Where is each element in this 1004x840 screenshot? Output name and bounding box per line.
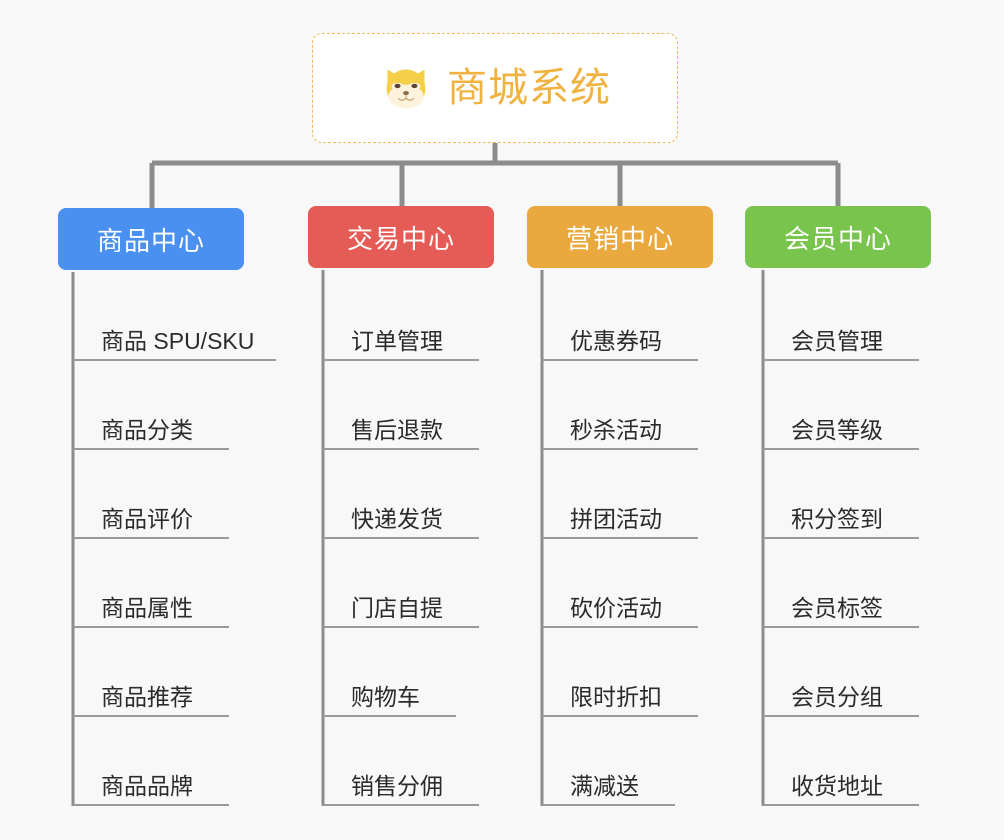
leaf-item[interactable]: 优惠券码 <box>542 272 698 361</box>
leaf-item[interactable]: 会员等级 <box>763 361 919 450</box>
leaf-item[interactable]: 商品品牌 <box>73 717 229 806</box>
leaf-item-underline <box>542 715 698 717</box>
leaf-item-underline <box>763 448 919 450</box>
leaf-item-label: 优惠券码 <box>570 327 662 354</box>
leaf-item[interactable]: 商品 SPU/SKU <box>73 272 276 361</box>
leaf-item-underline <box>763 804 919 806</box>
category-label: 营销中心 <box>565 223 674 254</box>
leaf-item-underline <box>73 626 229 628</box>
leaf-item-underline <box>763 359 919 361</box>
category-box-4[interactable]: 会员中心 <box>745 206 931 268</box>
leaf-item-label: 会员分组 <box>791 683 883 710</box>
leaf-item[interactable]: 商品推荐 <box>73 628 229 717</box>
leaf-item-label: 会员等级 <box>791 416 883 443</box>
leaf-item-label: 会员管理 <box>791 327 883 354</box>
leaf-item[interactable]: 售后退款 <box>323 361 479 450</box>
leaf-item-underline <box>542 537 698 539</box>
leaf-item-label: 快递发货 <box>351 505 443 532</box>
leaf-item[interactable]: 销售分佣 <box>323 717 479 806</box>
leaf-item[interactable]: 收货地址 <box>763 717 919 806</box>
leaf-item-underline <box>542 448 698 450</box>
leaf-item[interactable]: 订单管理 <box>323 272 479 361</box>
leaf-item[interactable]: 限时折扣 <box>542 628 698 717</box>
leaf-item-label: 商品属性 <box>101 594 193 621</box>
leaf-item-underline <box>763 537 919 539</box>
leaf-item-label: 满减送 <box>570 772 639 799</box>
category-label: 商品中心 <box>96 225 205 256</box>
category-label: 会员中心 <box>783 223 892 254</box>
leaf-item-label: 销售分佣 <box>351 772 443 799</box>
leaf-item[interactable]: 商品分类 <box>73 361 229 450</box>
leaf-item-underline <box>73 359 276 361</box>
leaf-item-label: 限时折扣 <box>570 683 662 710</box>
leaf-item-underline <box>323 448 479 450</box>
leaf-item-label: 秒杀活动 <box>570 416 662 443</box>
category-box-2[interactable]: 交易中心 <box>308 206 494 268</box>
leaf-column-3: 优惠券码秒杀活动拼团活动砍价活动限时折扣满减送 <box>542 272 698 806</box>
leaf-column-4: 会员管理会员等级积分签到会员标签会员分组收货地址 <box>763 272 919 806</box>
leaf-item-label: 商品 SPU/SKU <box>101 327 255 354</box>
leaf-item-underline <box>323 715 456 717</box>
leaf-item-underline <box>73 537 229 539</box>
leaf-item[interactable]: 会员管理 <box>763 272 919 361</box>
leaf-item-underline <box>73 715 229 717</box>
leaf-item-label: 订单管理 <box>351 327 443 354</box>
leaf-item-label: 积分签到 <box>791 505 883 532</box>
leaf-item[interactable]: 会员标签 <box>763 539 919 628</box>
root-node[interactable]: 商城系统 <box>312 33 678 143</box>
leaf-item-underline <box>763 626 919 628</box>
leaf-item[interactable]: 快递发货 <box>323 450 479 539</box>
root-title: 商城系统 <box>447 66 611 110</box>
leaf-item-underline <box>323 359 479 361</box>
category-box-3[interactable]: 营销中心 <box>527 206 713 268</box>
leaf-item-label: 砍价活动 <box>570 594 662 621</box>
leaf-item[interactable]: 满减送 <box>542 717 675 806</box>
leaf-item-underline <box>323 626 479 628</box>
leaf-column-2: 订单管理售后退款快递发货门店自提购物车销售分佣 <box>323 272 479 806</box>
leaf-item[interactable]: 砍价活动 <box>542 539 698 628</box>
leaf-item-underline <box>542 804 675 806</box>
leaf-item-label: 商品推荐 <box>101 683 193 710</box>
leaf-item-underline <box>73 804 229 806</box>
category-label: 交易中心 <box>346 223 455 254</box>
leaf-item-label: 会员标签 <box>791 594 883 621</box>
leaf-item-label: 门店自提 <box>351 594 443 621</box>
leaf-item-underline <box>542 626 698 628</box>
leaf-item[interactable]: 门店自提 <box>323 539 479 628</box>
leaf-column-1: 商品 SPU/SKU 商品分类商品评价商品属性商品推荐商品品牌 <box>73 272 276 806</box>
leaf-item-label: 购物车 <box>351 683 420 710</box>
leaf-item[interactable]: 商品评价 <box>73 450 229 539</box>
leaf-item[interactable]: 积分签到 <box>763 450 919 539</box>
leaf-item-label: 商品分类 <box>101 416 193 443</box>
leaf-item-underline <box>542 359 698 361</box>
leaf-item-label: 售后退款 <box>351 416 443 443</box>
leaf-item-underline <box>73 448 229 450</box>
leaf-item-label: 收货地址 <box>791 772 883 799</box>
leaf-item-underline <box>763 715 919 717</box>
shiba-dog-face-icon <box>386 69 426 110</box>
leaf-item[interactable]: 会员分组 <box>763 628 919 717</box>
leaf-item[interactable]: 商品属性 <box>73 539 229 628</box>
leaf-item[interactable]: 拼团活动 <box>542 450 698 539</box>
category-box-1[interactable]: 商品中心 <box>58 208 244 270</box>
leaf-item-underline <box>323 804 479 806</box>
leaf-item[interactable]: 购物车 <box>323 628 456 717</box>
leaf-item[interactable]: 秒杀活动 <box>542 361 698 450</box>
leaf-item-label: 拼团活动 <box>570 505 662 532</box>
leaf-item-underline <box>323 537 479 539</box>
leaf-item-label: 商品评价 <box>101 505 193 532</box>
leaf-item-label: 商品品牌 <box>101 772 193 799</box>
